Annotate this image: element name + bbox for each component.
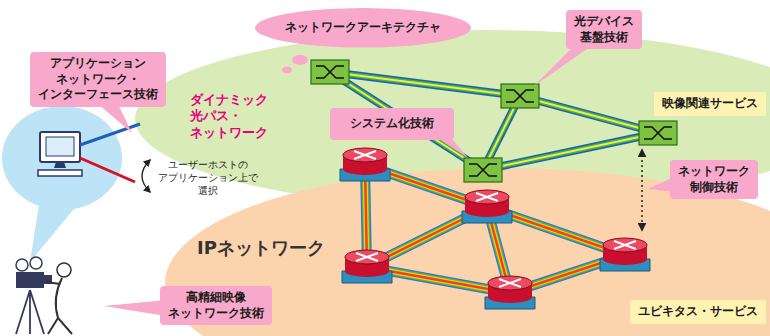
- ip-link-stripe: [365, 165, 625, 293]
- tech-callout: 光デバイス 基盤技術: [566, 10, 642, 49]
- ip-router: [485, 276, 535, 309]
- tech-callout: 高精細映像 ネットワーク技術: [160, 286, 272, 325]
- thought-bubble: [292, 55, 308, 65]
- ip-access-line: [80, 158, 135, 182]
- select-arrow: [142, 160, 150, 192]
- optical-switch: [501, 84, 539, 108]
- architecture-oval: ネットワークアーキテクチャ: [255, 8, 471, 48]
- callout-tail: [534, 44, 594, 86]
- monitor-stand: [54, 162, 66, 168]
- camera-body: [16, 272, 44, 288]
- film-reel: [16, 259, 28, 271]
- oval-shape: [255, 8, 471, 48]
- optical-switch: [639, 121, 677, 145]
- tech-callout: アプリケーション ネットワーク・ インターフェース技術: [30, 52, 166, 107]
- service-box: ユビキタス・サービス: [630, 300, 766, 324]
- box-label: 光デバイス 基盤技術: [574, 14, 634, 45]
- ip-router: [462, 190, 512, 223]
- ip-links: [365, 165, 625, 293]
- optical-switch: [464, 158, 502, 182]
- callout-tail: [104, 300, 166, 316]
- bubble-body: [2, 106, 122, 210]
- callout-tails: [98, 44, 676, 316]
- box-label: アプリケーション ネットワーク・ インターフェース技術: [38, 56, 158, 103]
- screen: [46, 137, 74, 156]
- tech-callout: ネットワーク 制御技術: [670, 160, 758, 199]
- ip-link-stripe: [365, 165, 625, 293]
- service-box: 映像関連サービス: [654, 92, 766, 116]
- user-host-computer: [38, 132, 82, 176]
- note-label: ユーザーホストの アプリケーション上で 選択: [158, 158, 258, 197]
- tech-callout: システム化技術: [330, 108, 454, 140]
- film-reel: [30, 257, 42, 269]
- operator-body: [46, 278, 72, 334]
- camera-operator: [16, 257, 72, 334]
- box-label: ネットワークアーキテクチャ: [285, 20, 441, 36]
- thought-bubble: [282, 67, 292, 74]
- user-bubble: [2, 106, 122, 262]
- callout-tail: [98, 104, 132, 133]
- region-label: ダイナミック 光パス・ ネットワーク: [190, 92, 268, 141]
- box-label: 高精細映像 ネットワーク技術: [168, 290, 264, 321]
- box-label: ネットワーク 制御技術: [678, 164, 750, 195]
- ip-link-stripe: [365, 165, 625, 293]
- keyboard: [38, 170, 82, 176]
- box-label: システム化技術: [350, 116, 434, 132]
- tripod: [16, 290, 44, 334]
- control-arrow: [641, 150, 643, 230]
- optical-access-line: [80, 124, 140, 145]
- ip-router: [342, 250, 392, 283]
- box-label: ユビキタス・サービス: [638, 304, 758, 320]
- optical-switch: [311, 60, 349, 84]
- ip-router: [600, 238, 650, 271]
- ip-router: [340, 148, 390, 181]
- operator-head: [57, 263, 71, 277]
- region-label: IPネットワーク: [197, 236, 325, 260]
- ip-link-stripe: [365, 165, 625, 293]
- monitor: [40, 132, 80, 162]
- box-label: 映像関連サービス: [662, 96, 758, 112]
